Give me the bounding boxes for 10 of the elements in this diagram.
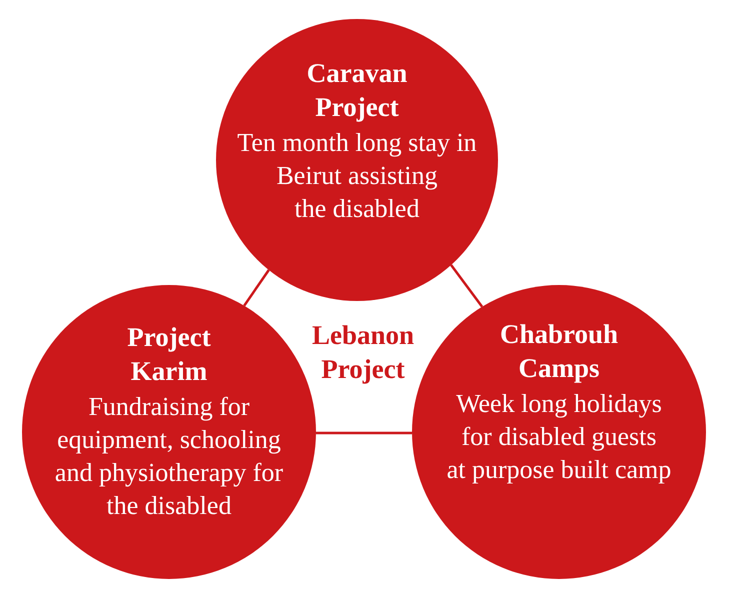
circle-description: Week long holidays for disabled guests at purpose built camp xyxy=(446,388,672,486)
center-label: Lebanon Project xyxy=(310,319,416,386)
circle-heading: Chabrouh Camps xyxy=(498,318,620,385)
connector-line xyxy=(316,432,412,434)
circle-heading: Caravan Project xyxy=(306,57,408,124)
circle-description: Fundraising for equipment, schooling and physiotherapy for the disabled xyxy=(54,391,284,522)
connector-line xyxy=(450,264,484,308)
circle-heading: Project Karim xyxy=(126,321,212,388)
connector-line xyxy=(243,269,270,306)
circle-description: Ten month long stay in Beirut assisting the disabled xyxy=(236,127,478,225)
